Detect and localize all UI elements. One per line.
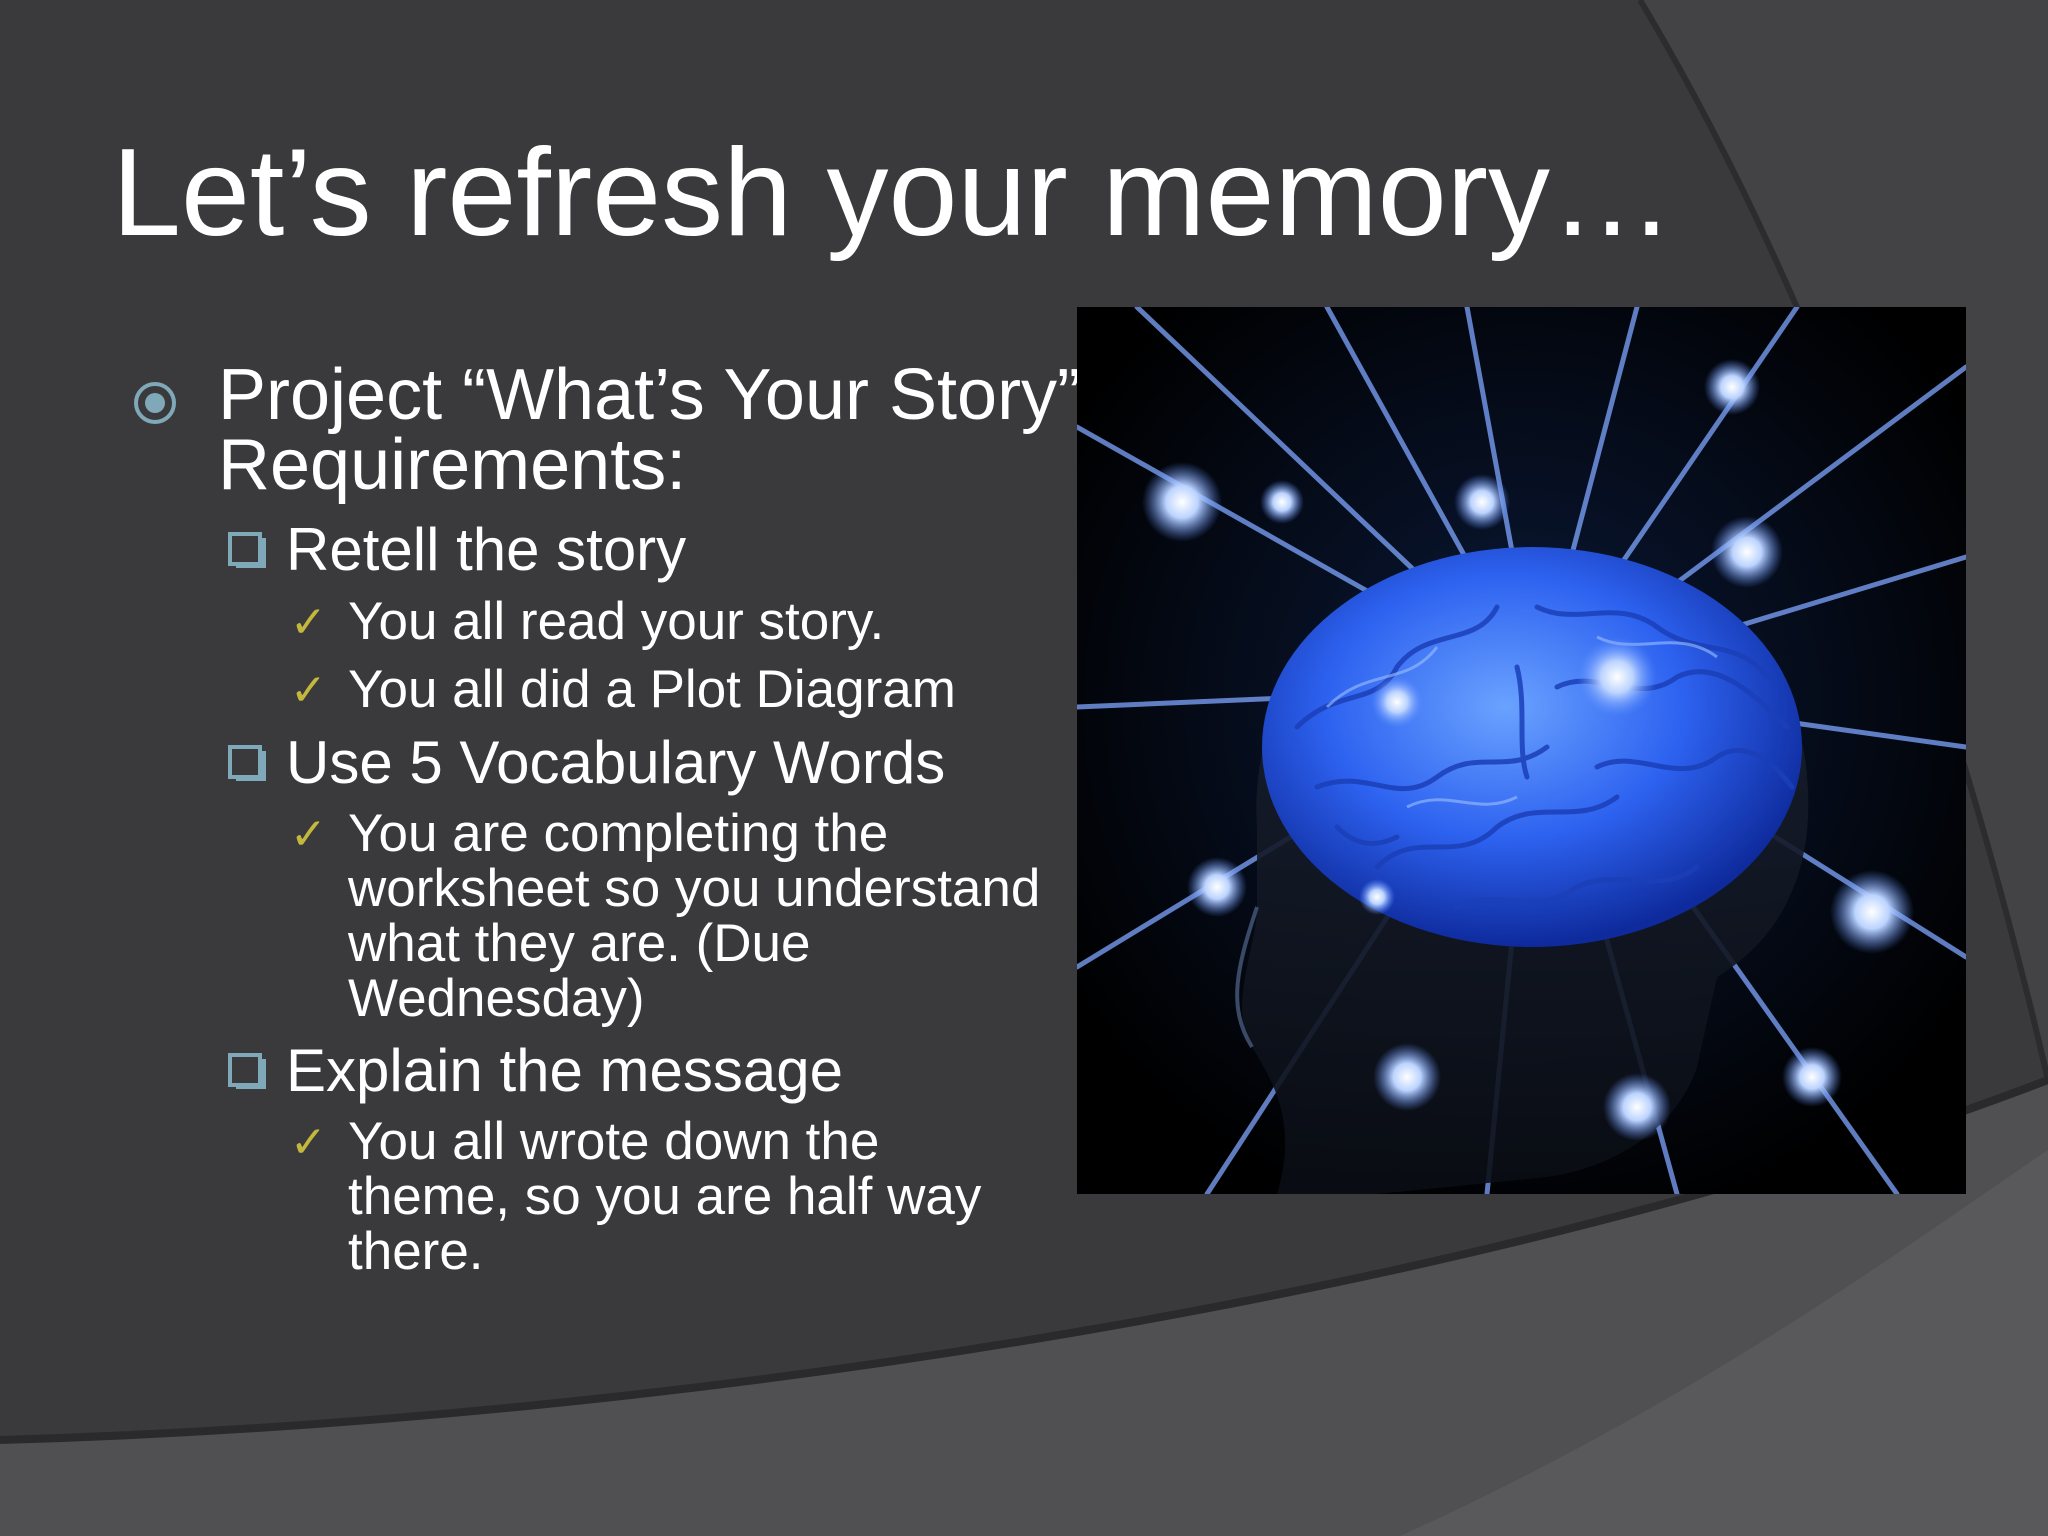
checkmark-icon: ✓ [290, 810, 327, 859]
item-label: Retell the story [286, 516, 687, 583]
subitem-text: You all did a Plot Diagram [348, 660, 956, 719]
square-box-icon [228, 532, 266, 568]
brain-image [1077, 307, 1966, 1194]
level1-text: Project “What’s Your Story” Requirements… [218, 355, 1077, 505]
slide-title: Let’s refresh your memory… [112, 124, 1674, 262]
checkmark-icon: ✓ [290, 598, 327, 647]
square-box-icon [228, 745, 266, 781]
subitem-text: You all read your story. [348, 592, 885, 651]
body-text: Project “What’s Your Story” Requirements… [134, 355, 1077, 1281]
level1-line: Requirements: [218, 425, 687, 505]
glowing-brain-icon [1077, 307, 1966, 1194]
subitem-text: You all wrote down the theme, so you are… [348, 1112, 982, 1281]
checkmark-icon: ✓ [290, 666, 327, 715]
checkmark-icon: ✓ [290, 1118, 327, 1167]
circle-target-icon [134, 382, 176, 424]
square-box-icon [228, 1053, 266, 1089]
subitem-text: You are completing the worksheet so you … [348, 804, 1041, 1028]
level1-line: Project “What’s Your Story” [218, 355, 1077, 435]
item-label: Explain the message [286, 1037, 843, 1104]
item-label: Use 5 Vocabulary Words [286, 729, 946, 796]
